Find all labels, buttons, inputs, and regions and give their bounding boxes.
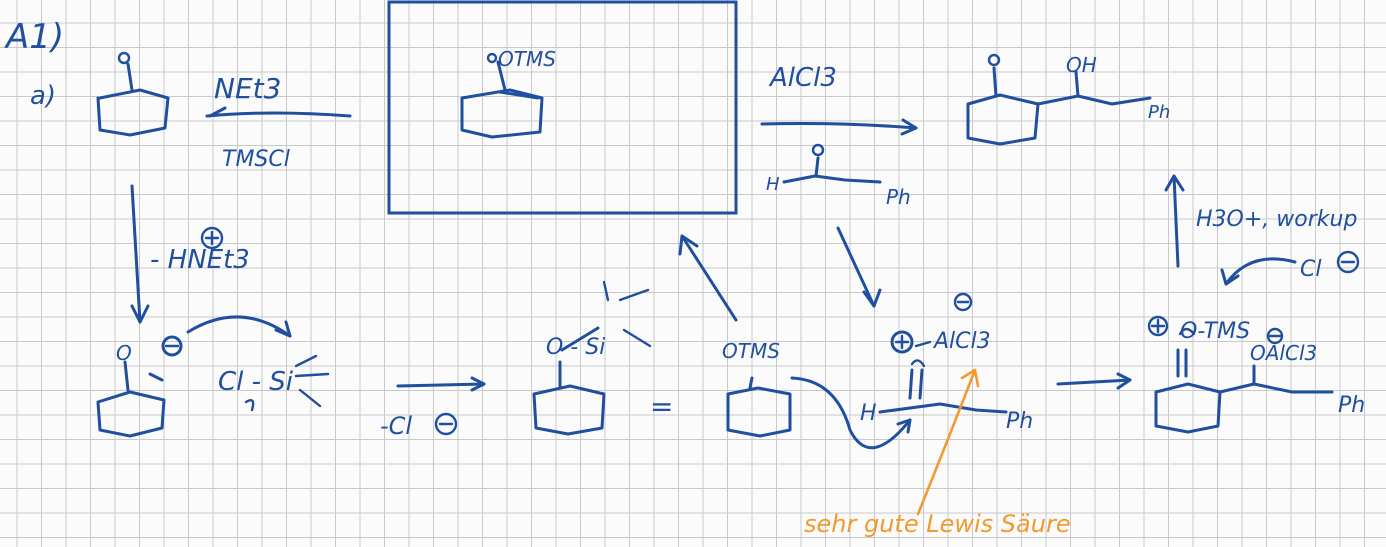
chlorosilane-label: Cl - Si: [218, 367, 294, 397]
cyclohexanone-top: [96, 51, 170, 137]
chloride-label: Cl: [1300, 257, 1321, 282]
enolate: [96, 360, 166, 438]
reagent-base: NEt3: [214, 72, 281, 105]
otms-shorthand: [726, 376, 792, 438]
boxed-otms-label: OTMS: [498, 47, 556, 71]
ph-right-label: Ph: [1006, 409, 1033, 434]
equals-sign: =: [650, 390, 673, 423]
reagent-tmscl: TMSCl: [222, 147, 290, 172]
mukaiyama-attack-arrow: [790, 376, 912, 450]
reagent-alcl3: AlCl3: [768, 63, 837, 93]
ph-far-label: Ph: [1338, 393, 1365, 418]
aldehyde-h-top: H: [766, 174, 780, 195]
enolate-attack-arrow: [186, 315, 292, 338]
chloride-attack: [1220, 257, 1297, 286]
workup-label: H3O+, workup: [1196, 207, 1357, 232]
oalcl3-label: OAlCl3: [1250, 341, 1317, 365]
back-to-box-arrow: [678, 234, 738, 322]
otms-mid-label: OTMS: [722, 339, 780, 363]
silyl-enol-ether-boxed: [460, 52, 544, 139]
reaction-arrow-1: [205, 106, 352, 118]
enolate-o-label: O: [116, 341, 132, 365]
aldol-product: [966, 53, 1152, 146]
silyl-enol-ether-mid: [532, 280, 652, 436]
h-left-label: H: [860, 401, 877, 426]
reaction-arrow-3: [1056, 372, 1132, 390]
deprotonation-arrow: [130, 184, 150, 324]
substitution-arrow: [396, 376, 486, 392]
highlight-box: [387, 0, 738, 215]
minus-chloride-label: -Cl: [380, 412, 412, 440]
part-label: a): [30, 81, 56, 111]
silyl-o-label: O - Si: [546, 335, 605, 360]
product-ph-label: Ph: [1148, 102, 1170, 123]
section-label: A1): [4, 17, 64, 57]
aldehyde-ph-top: Ph: [886, 185, 911, 209]
aldehyde-top: [782, 143, 882, 184]
activated-aldehyde: [878, 340, 1008, 414]
reaction-arrow-2: [760, 118, 918, 136]
lewis-note: sehr gute Lewis Säure: [804, 510, 1071, 538]
aldehyde-activation-arrow: [836, 226, 882, 308]
orange-note-arrow: [916, 368, 980, 516]
tms-top-label: O-TMS: [1180, 319, 1250, 344]
workup-arrow: [1164, 174, 1185, 268]
product-oh-label: OH: [1066, 53, 1097, 77]
minus-ammonium-label: - HNEt3: [150, 245, 250, 275]
silylated-oxocarbenium: [1154, 327, 1334, 434]
alcl3-complex-label: AlCl3: [932, 329, 991, 354]
